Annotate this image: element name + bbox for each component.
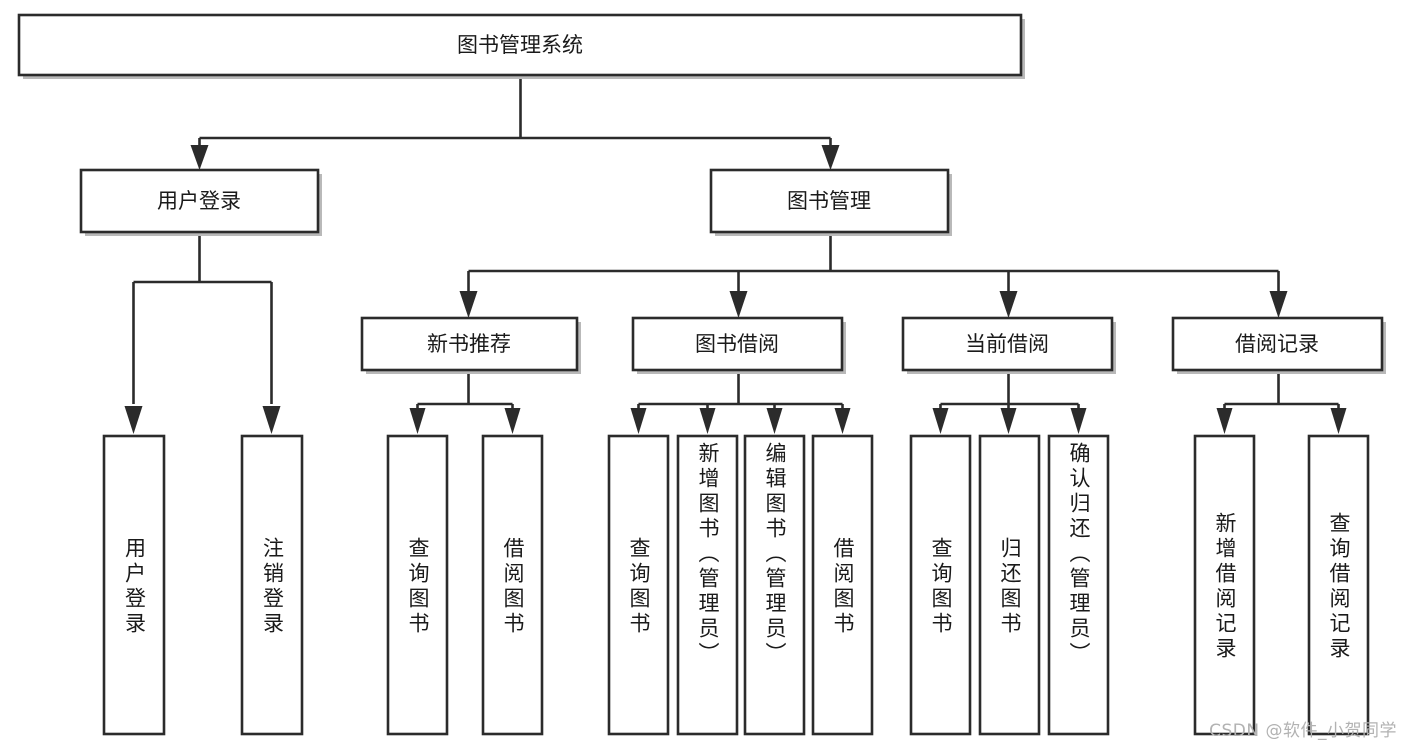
leaf-cb-return-book[interactable]: 归还图书 [978, 434, 1041, 736]
leaf-bb-add-book-textwrap: 新增图书（管理员） [696, 442, 720, 667]
arrow-head-user-login [190, 145, 209, 170]
node-root[interactable]: 图书管理系统 [17, 13, 1025, 79]
leaf-br-query-record[interactable]: 查询借阅记录 [1307, 434, 1370, 736]
node-book-management[interactable]: 图书管理 [709, 168, 952, 236]
book-borrow-label: 图书借阅 [695, 332, 779, 356]
arrow-head-leaf-user-login [124, 406, 143, 434]
new-book-recommend-box [360, 316, 579, 372]
leaf-br-query-record-box [1307, 434, 1370, 736]
leaf-user-login-label: 用户登录 [122, 537, 147, 637]
user-login-box [79, 168, 320, 234]
leaf-nb-query-book[interactable]: 查询图书 [386, 434, 449, 736]
leaf-bb-borrow-book-label: 借阅图书 [831, 537, 855, 637]
leaf-br-query-record-textwrap: 查询借阅记录 [1327, 512, 1351, 662]
arrow-head-br-leaf1 [1216, 408, 1233, 434]
book-management-label: 图书管理 [787, 189, 871, 213]
arrow-head-cb-leaf1 [932, 408, 949, 434]
leaf-br-add-record-box [1193, 434, 1256, 736]
connector-layer [124, 77, 1347, 434]
arrow-head-cb-leaf3 [1070, 408, 1087, 434]
node-current-borrow[interactable]: 当前借阅 [901, 316, 1116, 374]
leaf-user-login[interactable]: 用户登录 [102, 434, 166, 736]
leaf-bb-edit-book-textwrap: 编辑图书（管理员） [763, 442, 787, 667]
node-user-login[interactable]: 用户登录 [79, 168, 322, 236]
leaf-cb-confirm-return-label: 确认归还（管理员） [1067, 442, 1091, 667]
leaf-nb-query-book-textwrap: 查询图书 [406, 537, 430, 637]
leaf-cb-return-book-box [978, 434, 1041, 736]
leaf-cb-confirm-return-textwrap: 确认归还（管理员） [1067, 442, 1091, 667]
leaf-nb-borrow-book-textwrap: 借阅图书 [501, 537, 525, 637]
user-login-label: 用户登录 [157, 189, 241, 213]
node-new-book-recommend[interactable]: 新书推荐 [360, 316, 581, 374]
leaf-bb-borrow-book-textwrap: 借阅图书 [831, 537, 855, 637]
leaf-bb-add-book-label: 新增图书（管理员） [696, 442, 720, 667]
current-borrow-box [901, 316, 1114, 372]
arrow-head-leaf-logout [262, 406, 281, 434]
leaf-cb-query-book-label: 查询图书 [929, 537, 953, 637]
leaf-cb-query-book-textwrap: 查询图书 [929, 537, 953, 637]
leaf-br-query-record-label: 查询借阅记录 [1327, 512, 1351, 662]
borrow-record-box [1171, 316, 1384, 372]
leaf-user-login-textwrap: 用户登录 [122, 537, 147, 637]
leaf-user-login-box [102, 434, 166, 736]
root-box [17, 13, 1023, 77]
leaf-bb-add-book[interactable]: 新增图书（管理员） [676, 434, 739, 736]
leaf-bb-query-book-label: 查询图书 [627, 537, 651, 637]
leaf-br-add-record-label: 新增借阅记录 [1213, 512, 1237, 662]
leaf-br-add-record-textwrap: 新增借阅记录 [1213, 512, 1237, 662]
leaf-cb-return-book-label: 归还图书 [998, 537, 1022, 637]
arrow-head-borrow-record [1269, 291, 1288, 318]
leaf-nb-query-book-label: 查询图书 [406, 537, 430, 637]
leaf-logout-label: 注销登录 [260, 537, 285, 637]
leaf-cb-query-book[interactable]: 查询图书 [909, 434, 972, 736]
arrow-head-cb-leaf2 [1000, 408, 1017, 434]
leaf-bb-edit-book[interactable]: 编辑图书（管理员） [743, 434, 806, 736]
leaf-nb-query-book-box [386, 434, 449, 736]
leaf-nb-borrow-book-box [481, 434, 544, 736]
arrow-head-br-leaf2 [1330, 408, 1347, 434]
arrow-head-bb-leaf2 [699, 408, 716, 434]
arrow-head-bb-leaf4 [834, 408, 851, 434]
arrow-head-book-mgmt [821, 145, 840, 170]
leaf-bb-borrow-book[interactable]: 借阅图书 [811, 434, 874, 736]
leaf-bb-add-book-box [676, 434, 739, 736]
leaf-logout[interactable]: 注销登录 [240, 434, 304, 736]
arrow-head-bb-leaf1 [630, 408, 647, 434]
leaf-bb-borrow-book-box [811, 434, 874, 736]
root-label: 图书管理系统 [457, 33, 583, 57]
leaf-logout-textwrap: 注销登录 [260, 537, 285, 637]
node-borrow-record[interactable]: 借阅记录 [1171, 316, 1386, 374]
arrow-head-nb-leaf2 [504, 408, 521, 434]
leaf-cb-confirm-return-box [1047, 434, 1110, 736]
arrow-head-book-borrow [729, 291, 748, 318]
book-management-box [709, 168, 950, 234]
leaf-bb-edit-book-box [743, 434, 806, 736]
arrow-head-nb-leaf1 [409, 408, 426, 434]
arrow-head-new-book [459, 291, 478, 318]
new-book-recommend-label: 新书推荐 [427, 332, 511, 356]
leaf-nb-borrow-book[interactable]: 借阅图书 [481, 434, 544, 736]
node-book-borrow[interactable]: 图书借阅 [631, 316, 846, 374]
borrow-record-label: 借阅记录 [1235, 332, 1319, 356]
leaf-bb-edit-book-label: 编辑图书（管理员） [763, 442, 787, 667]
leaf-bb-query-book-box [607, 434, 670, 736]
leaf-nb-borrow-book-label: 借阅图书 [501, 537, 525, 637]
leaf-cb-confirm-return[interactable]: 确认归还（管理员） [1047, 434, 1110, 736]
leaf-logout-box [240, 434, 304, 736]
arrow-head-bb-leaf3 [766, 408, 783, 434]
leaf-bb-query-book[interactable]: 查询图书 [607, 434, 670, 736]
leaf-cb-query-book-box [909, 434, 972, 736]
book-borrow-box [631, 316, 844, 372]
leaf-cb-return-book-textwrap: 归还图书 [998, 537, 1022, 637]
leaf-bb-query-book-textwrap: 查询图书 [627, 537, 651, 637]
current-borrow-label: 当前借阅 [965, 332, 1049, 356]
leaf-br-add-record[interactable]: 新增借阅记录 [1193, 434, 1256, 736]
arrow-head-current-borrow [999, 291, 1018, 318]
